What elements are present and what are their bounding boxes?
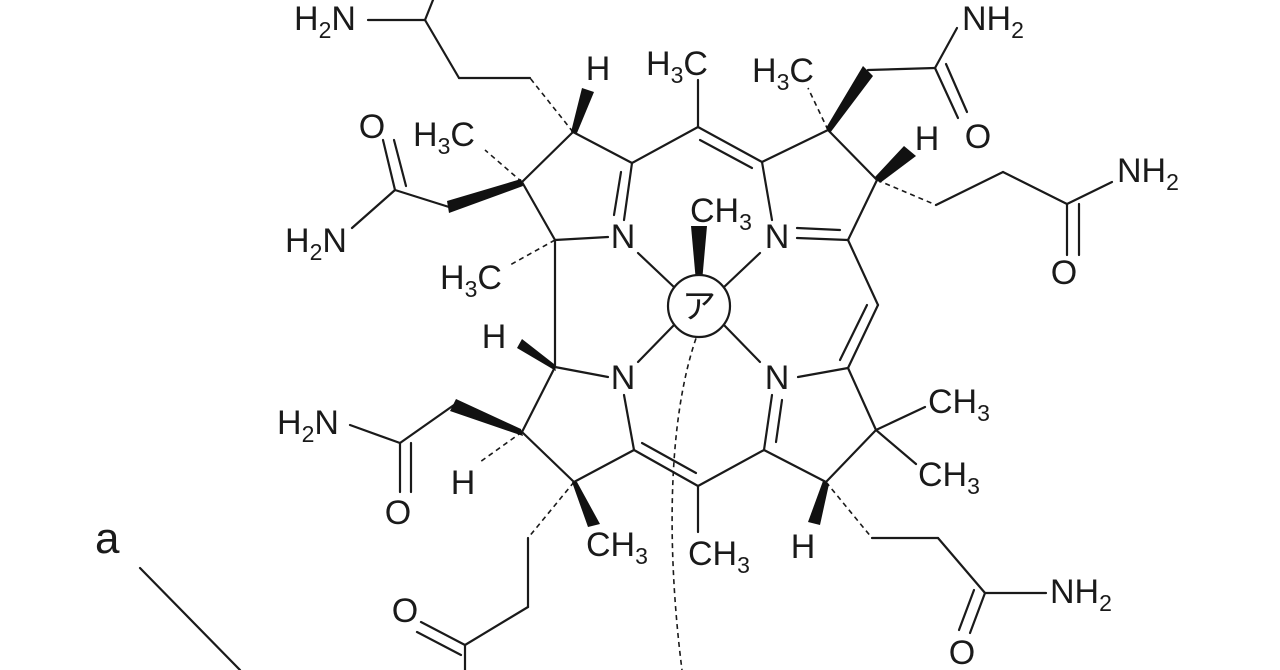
oxygen-bottom-left: O bbox=[392, 592, 418, 630]
methyl-ring-b: H3C bbox=[752, 52, 814, 95]
metal-center-label: ア bbox=[682, 287, 716, 327]
annotation-label-a: a bbox=[95, 514, 120, 563]
amide-group-upper-left: H2N bbox=[285, 222, 347, 265]
h3c-groups: H3C H3C H3C H3C bbox=[413, 45, 814, 302]
methyl-ring-a: H3C bbox=[413, 116, 475, 159]
ch3-groups: CH3 CH3 CH3 CH3 CH3 bbox=[586, 192, 990, 578]
metal-center-circle bbox=[666, 273, 732, 339]
methyl-bottom-center: CH3 bbox=[688, 535, 750, 578]
nitrogen-ring-a: N bbox=[611, 218, 636, 256]
hydrogen-ring-a: H bbox=[586, 50, 611, 88]
metal-center: ア bbox=[666, 273, 732, 339]
methyl-axial: CH3 bbox=[690, 192, 752, 235]
hydrogen-labels: H H H H H bbox=[451, 50, 940, 566]
bond-skeleton bbox=[138, 0, 1114, 670]
nitrogen-ring-b: N bbox=[765, 218, 790, 256]
hashed-bonds bbox=[479, 77, 937, 670]
amide-group-right: NH2 bbox=[1117, 152, 1179, 195]
amide-group-bottom-right: NH2 bbox=[1050, 573, 1112, 616]
methyl-ring-c-upper: CH3 bbox=[928, 383, 990, 426]
nitrogen-ring-d: N bbox=[611, 359, 636, 397]
oxygen-right: O bbox=[1051, 254, 1077, 292]
hydrogen-ring-d-lower: H bbox=[451, 464, 476, 502]
oxygen-bottom-right: O bbox=[949, 634, 975, 670]
nitrogen-ring-c: N bbox=[765, 359, 790, 397]
methyl-ring-c-lower: CH3 bbox=[918, 456, 980, 499]
methyl-top-center: H3C bbox=[646, 45, 708, 88]
oxygen-labels: O O O O O O bbox=[359, 108, 1077, 670]
nh2-groups: NH2 NH2 NH2 bbox=[962, 0, 1179, 616]
amide-group-top-left: H2N bbox=[294, 0, 356, 43]
hydrogen-ring-c: H bbox=[791, 528, 816, 566]
methyl-ring-d: CH3 bbox=[586, 526, 648, 569]
oxygen-upper-left: O bbox=[359, 108, 385, 146]
hydrogen-ring-b: H bbox=[915, 120, 940, 158]
wedge-bonds bbox=[447, 66, 916, 527]
hydrogen-ring-d-upper: H bbox=[482, 318, 507, 356]
oxygen-top-right: O bbox=[965, 118, 991, 156]
amide-group-lower-left: H2N bbox=[277, 404, 339, 447]
h2n-groups: H2N H2N H2N bbox=[277, 0, 356, 447]
oxygen-lower-left: O bbox=[385, 494, 411, 532]
amide-group-top-right: NH2 bbox=[962, 0, 1024, 43]
methyl-ring-a-junction: H3C bbox=[440, 259, 502, 302]
ring-nitrogens: N N N N bbox=[611, 218, 790, 397]
